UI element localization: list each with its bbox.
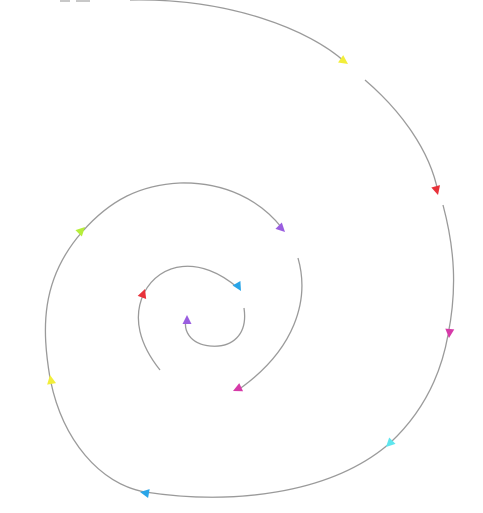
top-edge-mark-right [76,0,90,2]
arrowhead-9 [233,383,244,392]
arrowhead-12 [182,315,192,324]
arrowhead-5 [140,489,150,498]
arrowhead-1 [338,55,348,64]
arrowhead-6 [47,375,56,385]
arrowhead-2 [431,185,441,195]
arrowhead-3 [445,328,455,338]
arrowhead-10 [232,280,241,291]
arrowhead-11 [137,289,147,299]
arrowheads [47,55,455,498]
arrowhead-7 [75,227,85,237]
arrowhead-8 [275,222,285,232]
top-edge-mark-left [60,0,70,2]
spiral-line [44,0,455,498]
